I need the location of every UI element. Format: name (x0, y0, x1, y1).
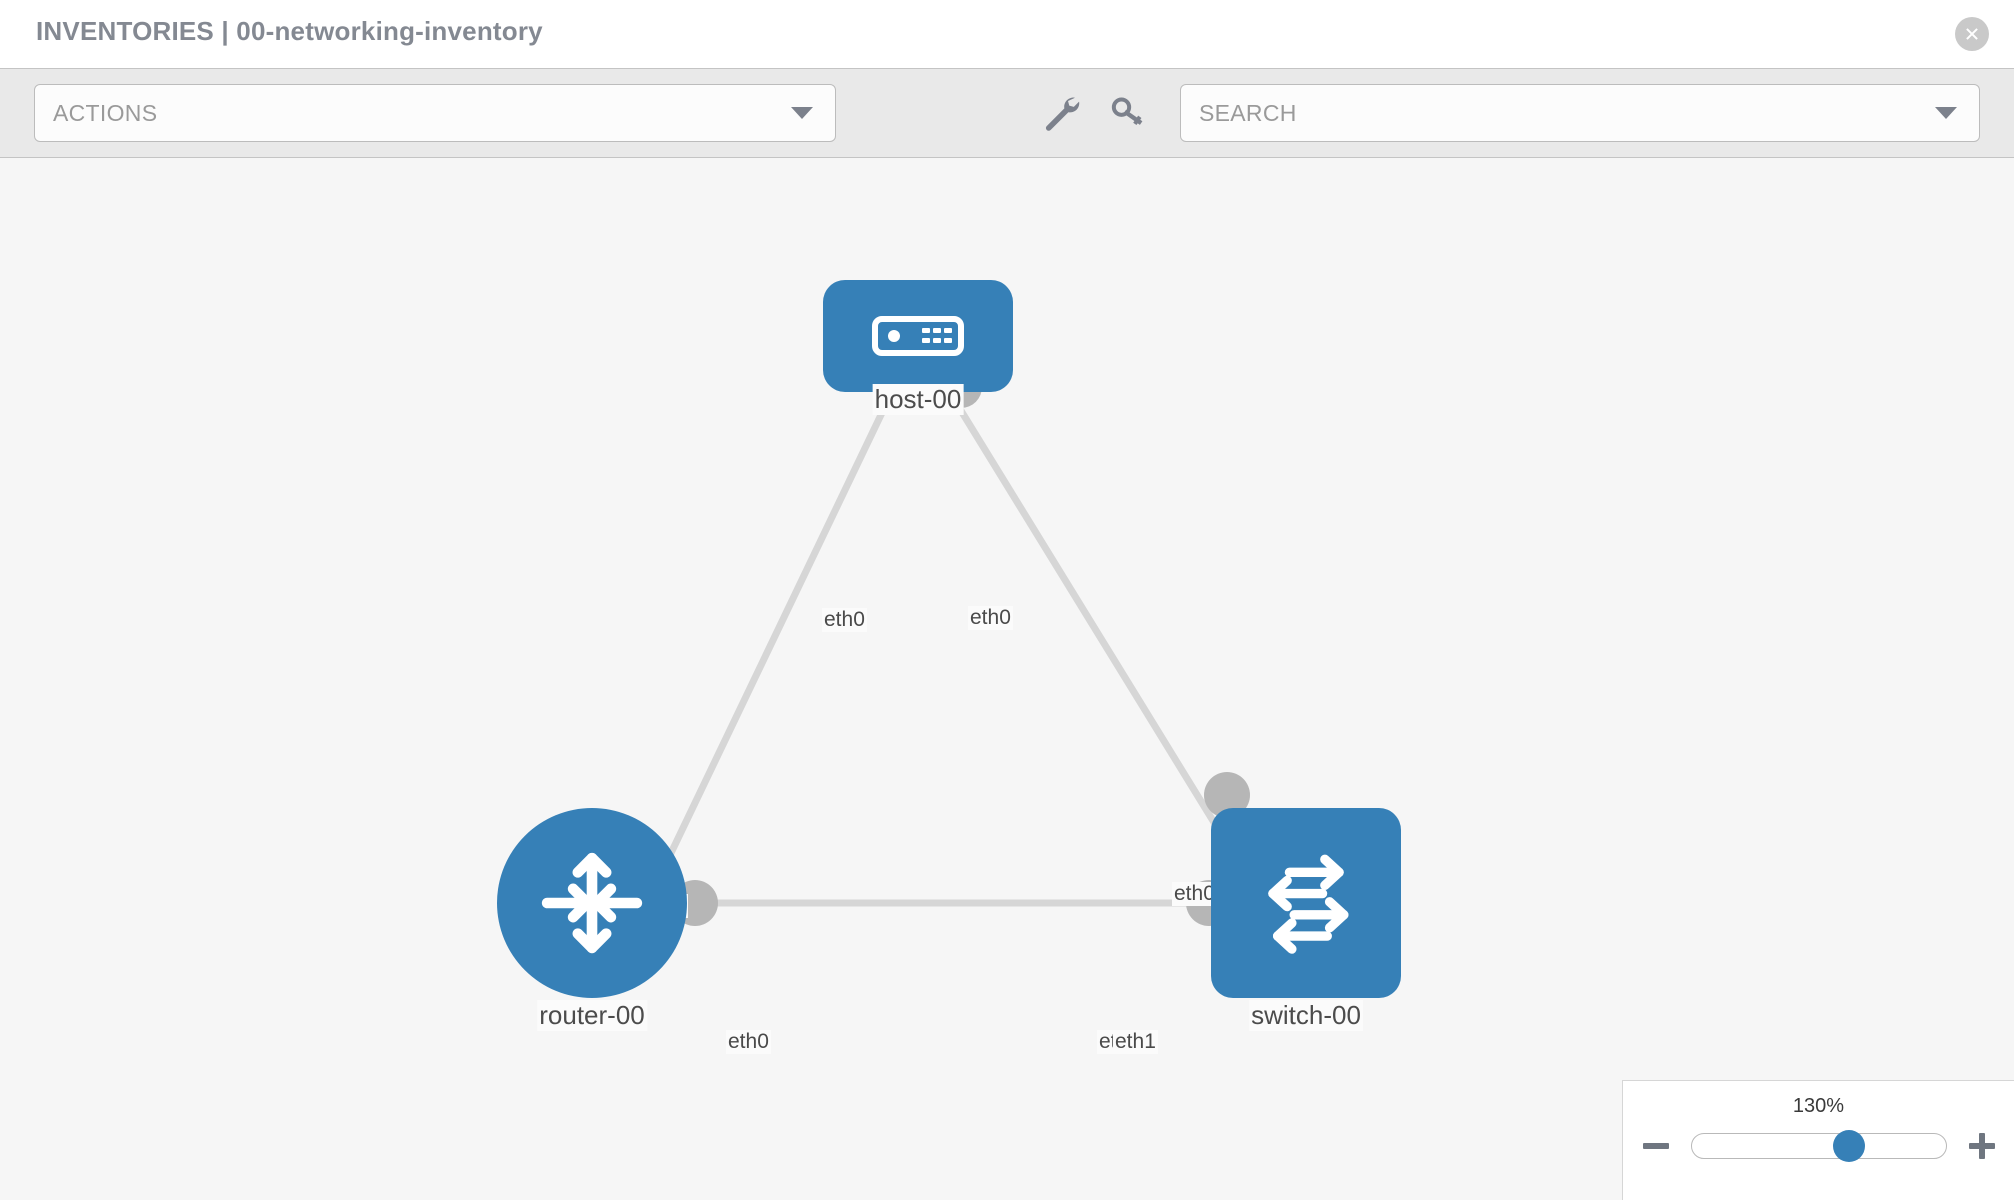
edge-label-host-left: eth0 (822, 608, 867, 632)
page-header: INVENTORIES | 00-networking-inventory (0, 0, 2014, 68)
wrench-icon[interactable] (1032, 84, 1090, 142)
zoom-out-button[interactable] (1639, 1129, 1673, 1163)
page-title: INVENTORIES | 00-networking-inventory (36, 16, 543, 46)
node-router-00[interactable]: router-00 (497, 808, 687, 1031)
close-icon[interactable] (1955, 17, 1989, 51)
topology-links (656, 392, 1246, 907)
edge-label-switch-left: eth1 (1113, 1030, 1158, 1054)
switch-arrows-icon (1268, 854, 1349, 954)
node-label-switch-00: switch-00 (1249, 1000, 1363, 1031)
edge-label-host-right: eth0 (968, 606, 1013, 630)
zoom-control: 130% (1622, 1080, 2014, 1200)
search-placeholder: SEARCH (1199, 99, 1297, 126)
edge-label-router-right: eth0 (726, 1030, 771, 1054)
topology-canvas[interactable]: eth0 eth0 eth0 eth0 eth0 eth eth1 (0, 158, 2014, 1200)
node-label-host-00: host-00 (872, 384, 964, 415)
edge-label-switch-up: eth0 (1172, 882, 1217, 906)
chevron-down-icon (791, 107, 813, 119)
zoom-percent-label: 130% (1792, 1095, 1845, 1117)
host-node-shape[interactable] (823, 280, 1013, 392)
node-host-00[interactable]: host-00 (823, 280, 1013, 415)
router-arrows-icon (541, 852, 643, 954)
zoom-slider-track[interactable] (1690, 1130, 1947, 1162)
zoom-slider-row (1623, 1129, 2014, 1163)
key-icon[interactable] (1100, 84, 1158, 142)
node-switch-00[interactable]: switch-00 (1211, 808, 1401, 1031)
actions-dropdown[interactable]: ACTIONS (34, 84, 836, 142)
actions-dropdown-label: ACTIONS (53, 99, 158, 126)
zoom-slider-thumb[interactable] (1832, 1130, 1865, 1162)
toolbar: ACTIONS SEARCH (0, 68, 2014, 158)
router-node-shape[interactable] (497, 808, 687, 998)
search-input[interactable]: SEARCH (1180, 84, 1980, 142)
zoom-in-button[interactable] (1965, 1129, 1999, 1163)
link-host-router (656, 392, 894, 880)
chevron-down-icon[interactable] (1935, 107, 1957, 119)
link-host-switch (948, 392, 1246, 872)
switch-node-shape[interactable] (1211, 808, 1401, 998)
node-label-router-00: router-00 (537, 1000, 647, 1031)
server-icon (872, 316, 964, 356)
